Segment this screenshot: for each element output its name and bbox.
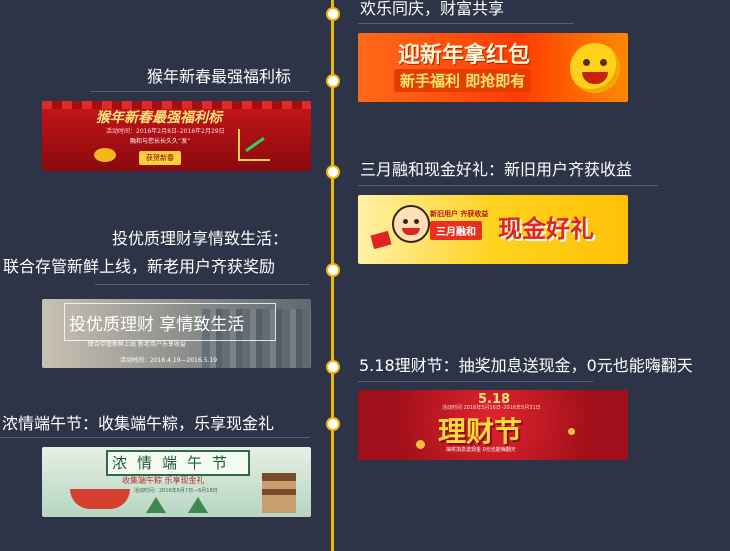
timeline-dot — [326, 165, 340, 179]
divider — [358, 381, 593, 382]
timeline-dot — [326, 74, 340, 88]
banner-date: 活动时间：2016年2月8日–2016年2月29日 — [106, 128, 225, 135]
zongzi-icon — [188, 497, 208, 513]
curtain-decoration — [42, 101, 311, 109]
banner-headline: 现金好礼 — [498, 215, 594, 243]
smiley-red-packet-icon — [570, 43, 620, 93]
event-title-line2[interactable]: 联合存管新鲜上线，新老用户齐获奖励 — [3, 257, 276, 276]
event-banner-march-cash-gift[interactable]: 新旧用户 齐获收益 三月融和 现金好礼 — [358, 195, 628, 264]
event-title[interactable]: 三月融和现金好礼：新旧用户齐获收益 — [360, 160, 633, 179]
growth-chart-icon — [238, 129, 270, 161]
banner-headline: 猴年新春最强福利标 — [96, 110, 222, 126]
event-title[interactable]: 猴年新春最强福利标 — [147, 67, 292, 86]
banner-headline: 理财节 — [438, 415, 523, 448]
divider — [95, 284, 310, 285]
event-banner-monkey-year[interactable]: 猴年新春最强福利标 活动时间：2016年2月8日–2016年2月29日 融和与您… — [42, 101, 311, 171]
pagoda-icon — [262, 473, 296, 513]
timeline-dot — [326, 263, 340, 277]
divider — [0, 437, 310, 438]
timeline-dot — [326, 7, 340, 21]
event-title[interactable]: 浓情端午节：收集端午粽，乐享现金礼 — [2, 414, 275, 433]
event-banner-quality-finance[interactable]: 投优质理财 享情致生活 联合存管新鲜上线 新老用户乐享收益 活动时间：2016.… — [42, 299, 311, 368]
event-title-line1[interactable]: 投优质理财享情致生活： — [112, 229, 289, 248]
event-title[interactable]: 5.18理财节：抽奖加息送现金，0元也能嗨翻天 — [359, 356, 693, 375]
city-skyline-graphic — [202, 309, 311, 368]
banner-subtitle: 抽奖加息送现金 0元也能嗨翻天 — [446, 447, 516, 453]
event-banner-new-year-red-packet[interactable]: 迎新年拿红包 新手福利 即抢即有 — [358, 33, 628, 102]
event-title[interactable]: 欢乐同庆，财富共享 — [360, 0, 505, 18]
banner-button[interactable]: 获贺新春 — [139, 151, 181, 165]
banner-date: 活动时间：2016年6月7日—6月18日 — [134, 488, 218, 494]
cartoon-character-icon — [392, 205, 430, 243]
zongzi-icon — [146, 497, 166, 513]
banner-headline: 投优质理财 享情致生活 — [69, 315, 245, 335]
red-envelope-icon — [370, 230, 392, 250]
divider — [358, 185, 658, 186]
banner-date: 活动时间 2016年5月16日–2016年5月31日 — [442, 405, 541, 411]
title-frame — [106, 450, 250, 476]
banner-subtitle: 融和与您长长久久“发” — [130, 138, 191, 145]
banner-subtitle: 联合存管新鲜上线 新老用户乐享收益 — [88, 341, 186, 348]
timeline-dot — [326, 417, 340, 431]
coin-icon — [416, 440, 425, 449]
banner-subtitle: 收集端午粽 乐享现金礼 — [122, 476, 205, 485]
divider — [90, 91, 310, 92]
banner-date: 活动时间：2016.4.19—2016.5.19 — [120, 357, 218, 364]
dragon-boat-icon — [70, 489, 130, 509]
frame-box — [64, 303, 276, 341]
event-banner-dragon-boat[interactable]: 浓情端午节 收集端午粽 乐享现金礼 活动时间：2016年6月7日—6月18日 — [42, 447, 311, 517]
divider — [358, 23, 574, 24]
timeline-dot — [326, 360, 340, 374]
banner-badge: 三月融和 — [430, 221, 482, 240]
banner-headline: 浓情端午节 — [112, 454, 238, 472]
banner-ribbon: 新旧用户 齐获收益 — [430, 210, 489, 218]
banner-subtitle: 新手福利 即抢即有 — [394, 69, 532, 92]
coin-icon — [568, 428, 575, 435]
banner-top: 5.18 — [478, 392, 511, 407]
banner-headline: 迎新年拿红包 — [398, 43, 531, 68]
event-banner-518-finance-festival[interactable]: 活动时间 2016年5月16日–2016年5月31日 5.18 理财节 抽奖加息… — [358, 390, 628, 460]
gold-coins-icon — [94, 148, 116, 162]
